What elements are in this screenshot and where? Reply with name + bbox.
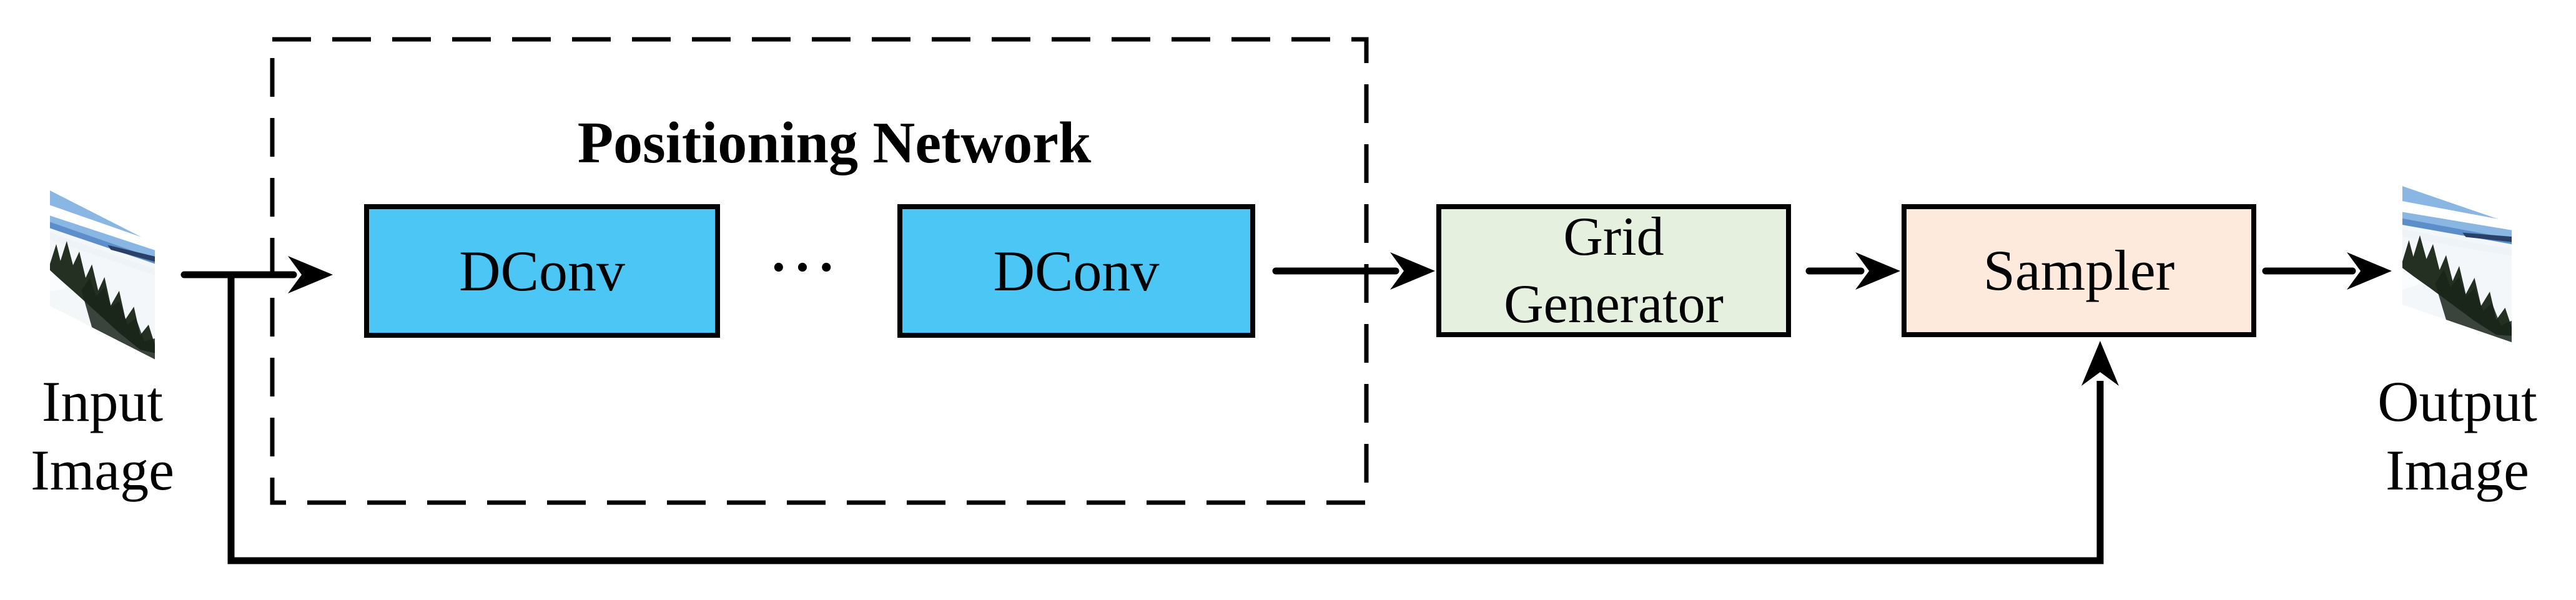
arrow-sampler-to-output-head xyxy=(2347,252,2392,290)
output-image-label: Output Image xyxy=(2351,367,2564,505)
grid-generator-block: Grid Generator xyxy=(1436,204,1791,337)
dconv-ellipsis: ••• xyxy=(772,249,845,285)
mountain-forest-photo-icon xyxy=(2402,186,2512,343)
input-image-label: Input Image xyxy=(0,367,209,505)
skip-connection-line xyxy=(227,275,2104,564)
mountain-forest-photo-icon xyxy=(50,190,155,360)
arrow-input-to-positioning-network-head xyxy=(288,256,333,293)
dconv-block-1: DConv xyxy=(364,204,720,338)
positioning-network-title: Positioning Network xyxy=(577,111,1092,175)
sampler-block: Sampler xyxy=(1902,204,2256,337)
sampler-block-label: Sampler xyxy=(1983,239,2175,303)
input-image-label-line1: Input xyxy=(41,370,164,433)
input-image-thumbnail xyxy=(50,190,155,360)
dconv-block-2-label: DConv xyxy=(993,239,1160,303)
grid-generator-label-line2: Generator xyxy=(1504,273,1724,335)
input-image-label-line2: Image xyxy=(31,438,174,503)
arrow-dconv-to-grid-generator-head xyxy=(1390,252,1435,290)
output-image-thumbnail xyxy=(2402,186,2512,343)
arrow-grid-generator-to-sampler-head xyxy=(1855,252,1900,290)
skip-connection-arrowhead xyxy=(2081,341,2119,386)
output-image-label-line2: Image xyxy=(2386,438,2529,503)
grid-generator-label-line1: Grid xyxy=(1563,207,1664,268)
output-image-label-line1: Output xyxy=(2377,370,2537,433)
dconv-block-1-label: DConv xyxy=(459,239,625,303)
dconv-block-2: DConv xyxy=(897,204,1255,338)
